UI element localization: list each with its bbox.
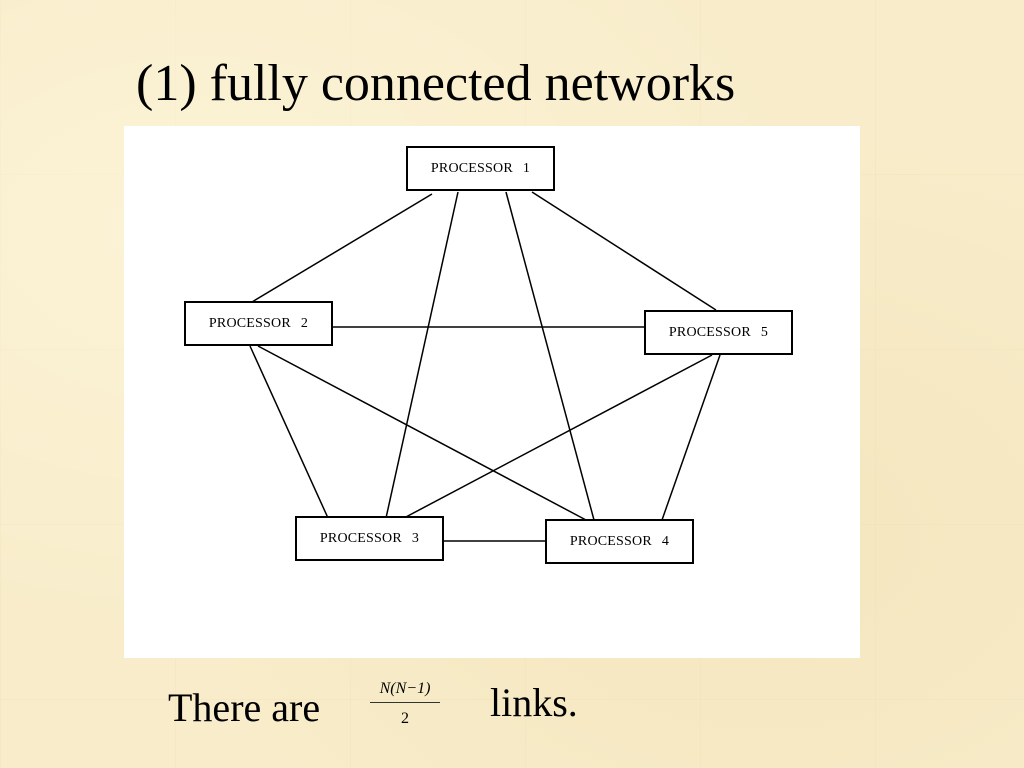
processor-label: PROCESSOR (430, 160, 513, 176)
fraction-bar (370, 702, 440, 703)
caption-text: There are (168, 685, 321, 730)
link-4-5 (661, 354, 721, 521)
processor-label: PROCESSOR (208, 315, 291, 331)
caption-suffix: links. (490, 680, 578, 725)
link-3-5 (403, 354, 713, 519)
processor-node-4: PROCESSOR 4 (545, 519, 694, 564)
processor-id: 5 (760, 324, 769, 340)
processor-id: 1 (522, 160, 531, 176)
link-count-formula: N(N−1) 2 (364, 681, 446, 727)
slide-title: (1) fully connected networks (136, 55, 736, 112)
processor-node-1: PROCESSOR 1 (406, 146, 555, 191)
link-1-2 (251, 193, 433, 303)
processor-id: 3 (411, 530, 420, 546)
processor-node-2: PROCESSOR 2 (184, 301, 333, 346)
processor-label: PROCESSOR (319, 530, 402, 546)
network-diagram: PROCESSOR 1 PROCESSOR 2 PROCESSOR 5 PROC… (124, 126, 860, 658)
link-1-4 (505, 191, 595, 521)
link-1-3 (385, 191, 459, 519)
processor-id: 4 (661, 533, 670, 549)
processor-label: PROCESSOR (668, 324, 751, 340)
processor-label: PROCESSOR (569, 533, 652, 549)
formula-denominator: 2 (401, 710, 409, 727)
link-2-3 (249, 345, 329, 519)
link-2-4 (257, 345, 587, 521)
link-1-5 (531, 191, 717, 311)
processor-node-5: PROCESSOR 5 (644, 310, 793, 355)
processor-id: 2 (300, 315, 309, 331)
processor-node-3: PROCESSOR 3 (295, 516, 444, 561)
link-lines (249, 191, 721, 542)
formula-numerator: N(N−1) (379, 680, 431, 697)
